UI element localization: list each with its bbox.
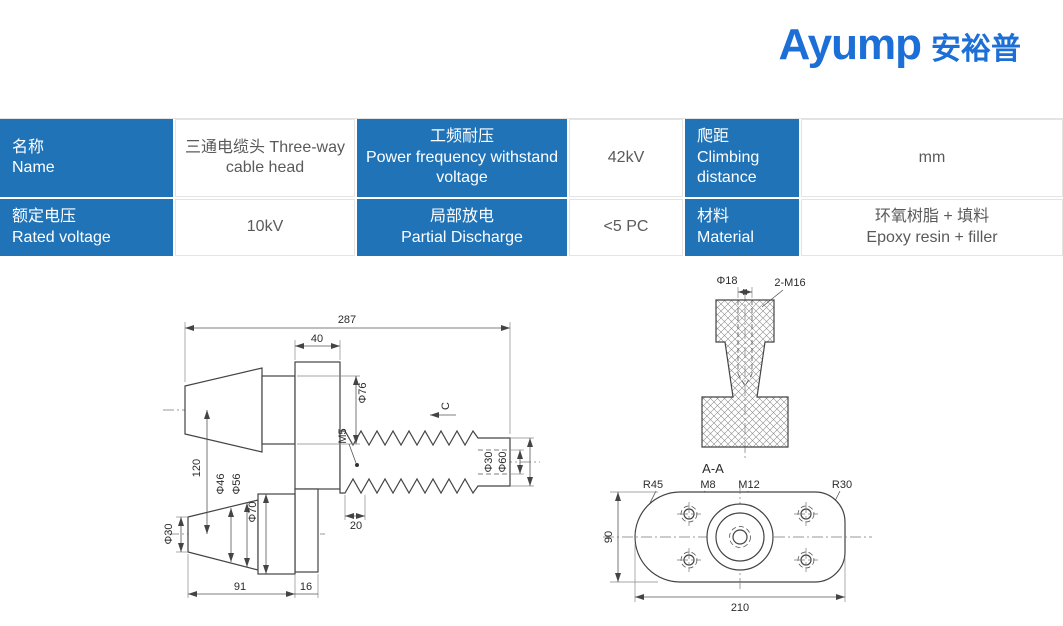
thread-m5-label: M5 [337, 428, 349, 443]
spec-value-rated-voltage: 10kV [175, 199, 355, 256]
spec-header-withstand-voltage-cn: 工频耐压 [429, 128, 494, 146]
spec-value-partial-discharge-text: <5 PC [603, 218, 649, 236]
spec-header-rated-voltage-en: Rated voltage [12, 228, 111, 246]
spec-header-rated-voltage-cn: 额定电压 [12, 208, 77, 226]
radius-left-label: R45 [643, 479, 663, 491]
spec-value-withstand-voltage-text: 42kV [607, 148, 645, 166]
dim-flange-width: 40 [311, 333, 323, 345]
spec-value-climbing-distance-text: mm [918, 148, 946, 166]
page-header: Ayump 安裕普 [0, 0, 1063, 118]
thread-m12-label: M12 [738, 479, 759, 491]
dim-end-inner-diameter: Φ30 [483, 451, 495, 472]
dim-dia-56: Φ56 [231, 473, 243, 494]
dim-flange-diameter: Φ76 [357, 382, 369, 403]
spec-header-name-en: Name [12, 159, 55, 176]
spec-table: 名称 Name 三通电缆头 Three-way cable head 工频耐压 … [0, 118, 1063, 256]
dim-20: 20 [350, 520, 362, 532]
spec-header-name: 名称 Name [0, 119, 173, 197]
spec-header-withstand-voltage: 工频耐压 Power frequency withstand voltage [357, 119, 567, 197]
spec-value-name: 三通电缆头 Three-way cable head [175, 119, 355, 197]
m5-leader-dot [355, 463, 359, 467]
thread-m8-label: M8 [700, 479, 715, 491]
radius-right-label: R30 [832, 479, 852, 491]
spec-header-material: 材料 Material [685, 199, 799, 256]
spec-header-material-cn: 材料 [697, 208, 730, 226]
dim-leg-end-diameter: Φ30 [163, 523, 175, 544]
cable-head-body [184, 361, 511, 575]
spec-header-climbing-distance-cn: 爬距 [697, 128, 730, 146]
brand-name-chinese: 安裕普 [931, 33, 1021, 66]
technical-drawing: 287 40 Φ76 M5 C 120 [163, 275, 872, 614]
spec-value-material: 环氧树脂 + 填料 Epoxy resin + filler [801, 199, 1063, 256]
side-view: 287 40 Φ76 M5 C 120 [163, 314, 540, 598]
view-c-label: C [440, 402, 452, 410]
spec-header-name-cn: 名称 [12, 138, 45, 156]
spec-value-material-en: Epoxy resin + filler [866, 228, 998, 246]
spec-value-name-text: 三通电缆头 Three-way cable head [184, 138, 346, 176]
dim-leg-height: 120 [191, 459, 203, 477]
insulator-section [701, 299, 789, 448]
section-title: A-A [702, 461, 724, 476]
detail-view: Φ18 2-M16 [701, 275, 806, 458]
spec-header-partial-discharge: 局部放电 Partial Discharge [357, 199, 567, 256]
spec-value-climbing-distance: mm [801, 119, 1063, 197]
spec-header-partial-discharge-cn: 局部放电 [429, 208, 494, 226]
dim-dia-70: Φ70 [247, 501, 259, 522]
dim-total-length: 287 [338, 314, 356, 326]
spec-header-climbing-distance-en: Climbing distance [697, 148, 760, 187]
brand-logo: Ayump 安裕普 [779, 20, 1022, 70]
spec-value-material-cn: 环氧树脂 + 填料 [874, 208, 990, 226]
dim-dia-46: Φ46 [215, 473, 227, 494]
dim-hole-18: Φ18 [716, 275, 737, 287]
thread-note-2m16: 2-M16 [774, 277, 805, 289]
dim-section-height: 90 [603, 531, 615, 543]
section-view: A-A R45 M8 M12 R30 [603, 461, 872, 614]
spec-value-withstand-voltage: 42kV [569, 119, 683, 197]
dim-section-width: 210 [731, 602, 749, 614]
spec-value-rated-voltage-text: 10kV [246, 218, 284, 236]
bolt-holes [677, 502, 818, 572]
spec-header-rated-voltage: 额定电压 Rated voltage [0, 199, 173, 256]
spec-header-partial-discharge-en: Partial Discharge [401, 228, 523, 246]
spec-header-withstand-voltage-en: Power frequency withstand voltage [365, 148, 559, 187]
dim-91: 91 [234, 581, 246, 593]
spec-header-material-en: Material [697, 228, 754, 246]
spec-value-partial-discharge: <5 PC [569, 199, 683, 256]
brand-name: Ayump [778, 20, 922, 69]
side-view-dimensions: 287 40 Φ76 M5 C 120 [163, 314, 534, 598]
dim-end-outer-diameter: Φ60 [497, 451, 509, 472]
spec-header-climbing-distance: 爬距 Climbing distance [685, 119, 799, 197]
dim-16: 16 [300, 581, 312, 593]
